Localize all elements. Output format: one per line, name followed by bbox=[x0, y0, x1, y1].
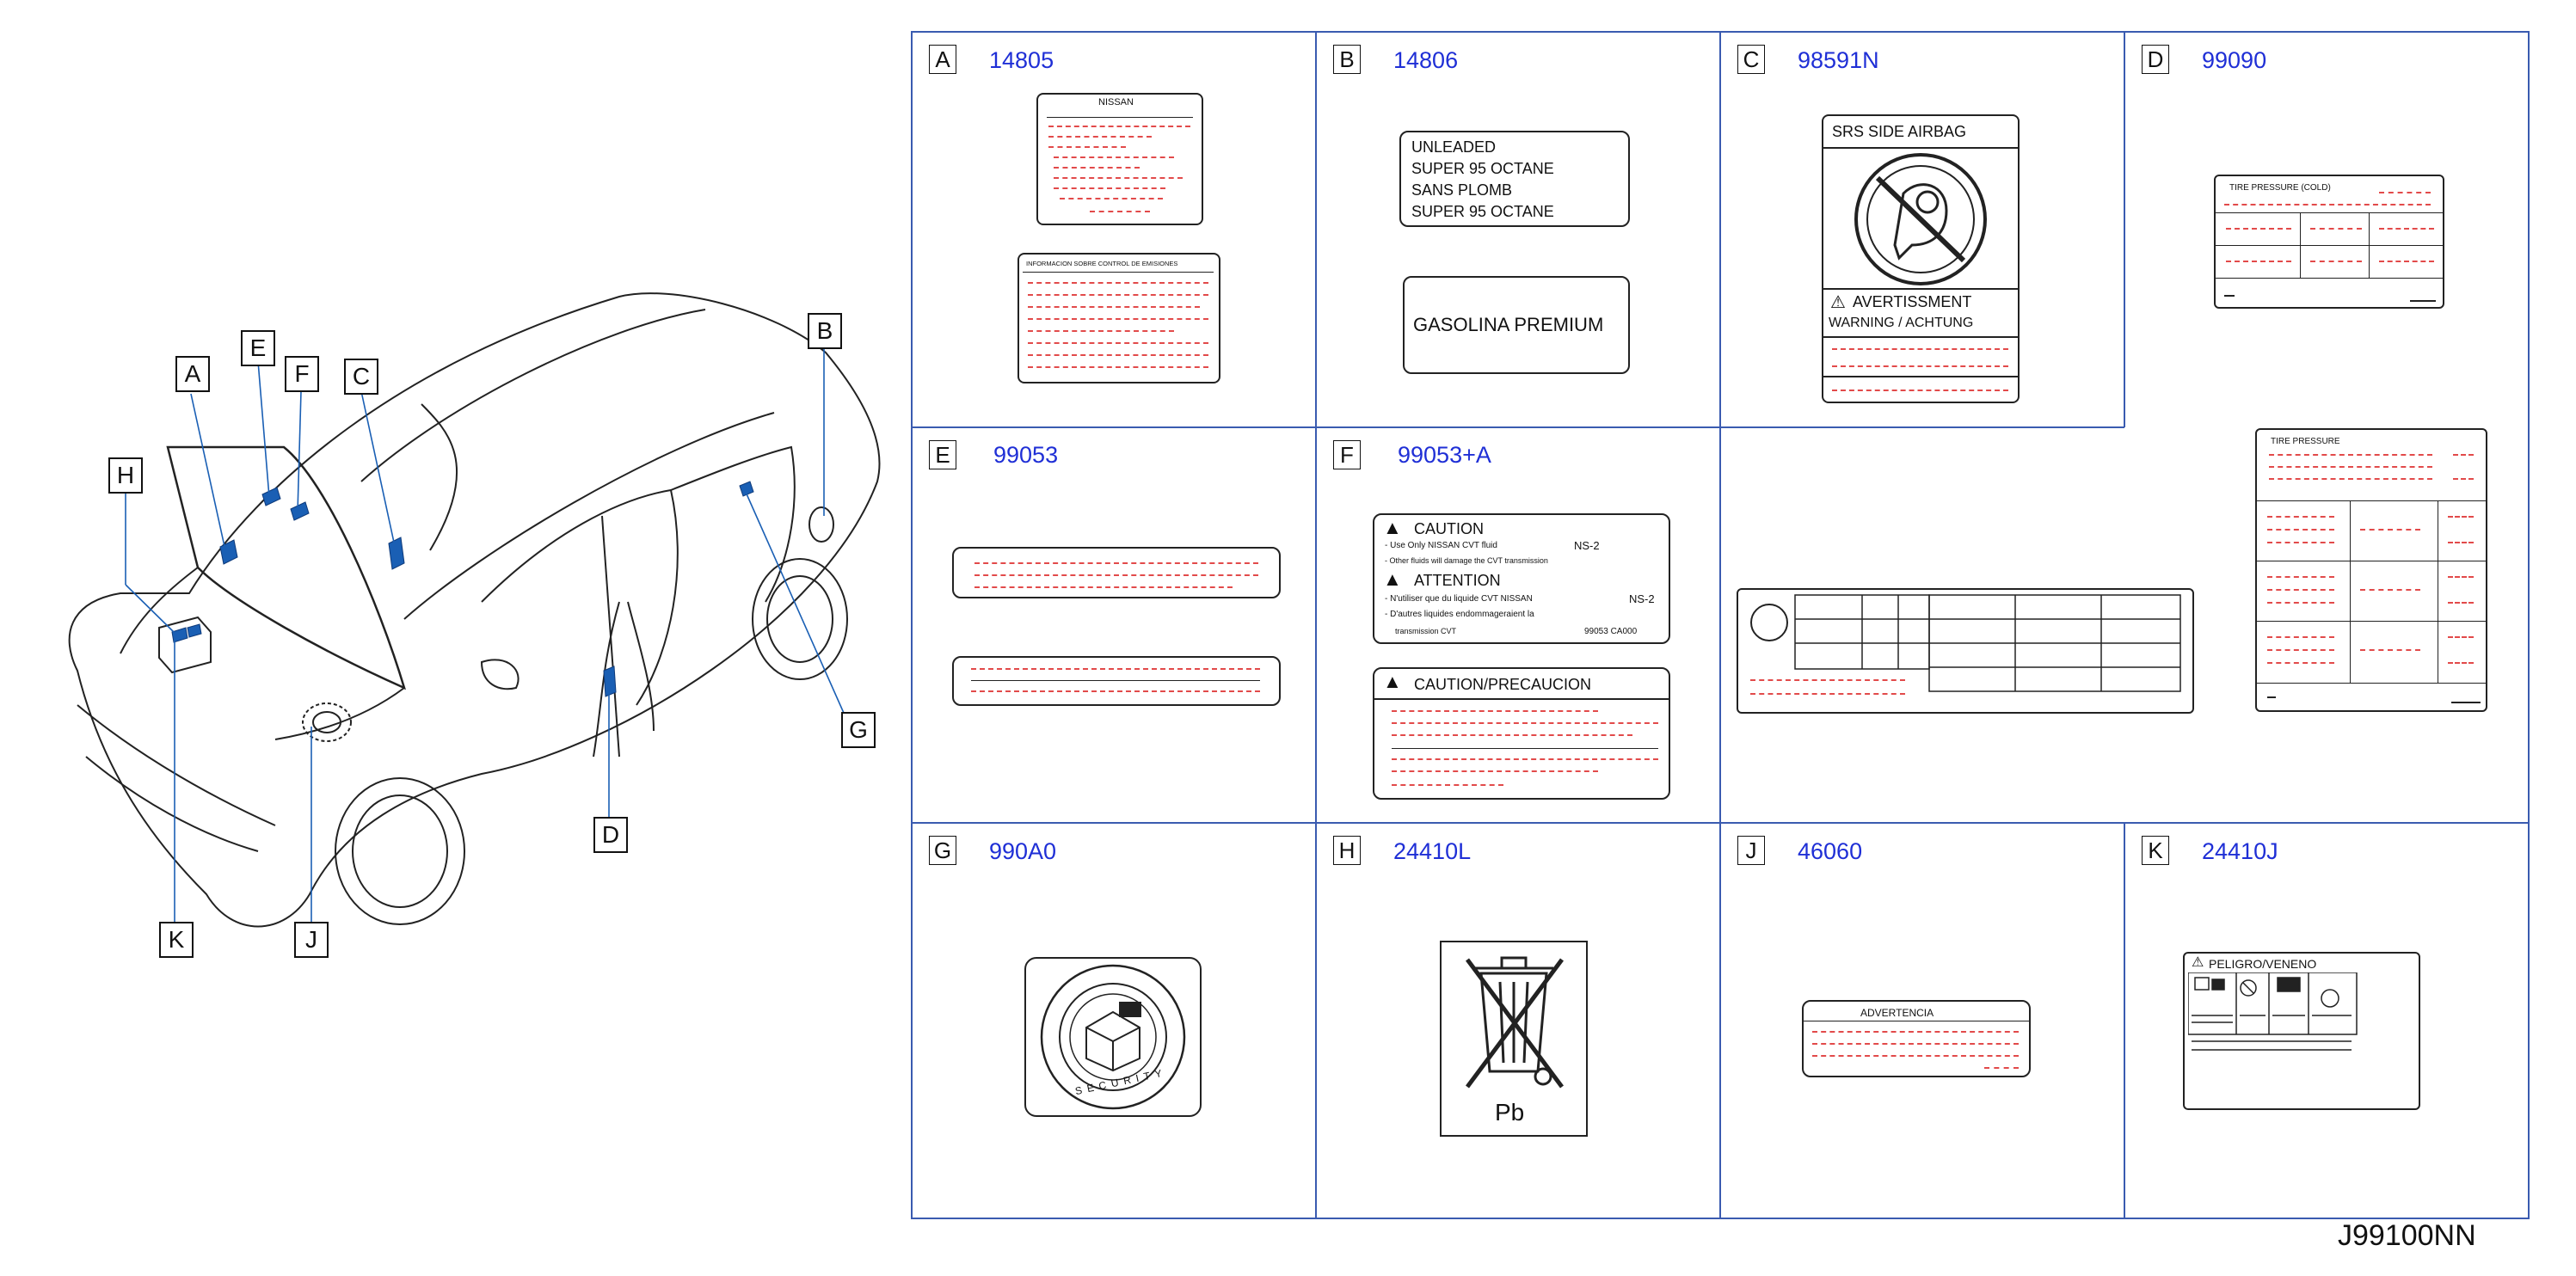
part-number: 14806 bbox=[1393, 47, 1459, 73]
airbag-title: SRS SIDE AIRBAG bbox=[1832, 123, 1967, 140]
callout-d: D bbox=[593, 817, 628, 853]
f-line-5: transmission CVT bbox=[1395, 627, 1457, 635]
part-number: 990A0 bbox=[989, 838, 1057, 864]
part-number: 24410L bbox=[1393, 838, 1472, 864]
label-j-advertencia: ADVERTENCIA bbox=[1802, 1000, 2031, 1077]
label-d-tire-large: TIRE PRESSURE bbox=[2255, 428, 2487, 712]
caution-triangle-icon: ▲ bbox=[1383, 517, 1402, 538]
callout-g: G bbox=[841, 712, 876, 748]
f-line-4: - D'autres liquides endommageraient la bbox=[1385, 610, 1534, 619]
label-d-tire-small: TIRE PRESSURE (COLD) bbox=[2214, 175, 2444, 309]
f-attention-title: ATTENTION bbox=[1414, 572, 1501, 589]
cell-letter: G bbox=[929, 836, 956, 865]
premium-text: GASOLINA PREMIUM bbox=[1413, 314, 1604, 335]
k-title: PELIGRO/VENENO bbox=[2209, 957, 2317, 971]
wide-table-grid bbox=[1750, 594, 2181, 692]
label-c-airbag: SRS SIDE AIRBAG ⚠ AVERTISSMENT WARNING /… bbox=[1822, 114, 2020, 403]
label-wide-table bbox=[1737, 588, 2194, 714]
part-number: 98591N bbox=[1798, 47, 1879, 73]
pb-text: Pb bbox=[1495, 1099, 1525, 1126]
f-ns2-b: NS-2 bbox=[1629, 592, 1655, 605]
label-b-unleaded: UNLEADED SUPER 95 OCTANE SANS PLOMB SUPE… bbox=[1399, 131, 1630, 227]
tire-large-title: TIRE PRESSURE bbox=[2271, 437, 2340, 446]
callout-f: F bbox=[285, 356, 319, 392]
callout-h: H bbox=[108, 457, 143, 494]
k-warning-icon: ⚠ bbox=[2192, 955, 2204, 970]
cell-letter: D bbox=[2142, 45, 2169, 74]
vehicle-diagram bbox=[68, 292, 881, 937]
label-a-title: NISSAN bbox=[1098, 97, 1134, 107]
label-e-top bbox=[952, 547, 1281, 598]
precaucion-triangle-icon: ▲ bbox=[1383, 671, 1402, 692]
f-line-1: - Use Only NISSAN CVT fluid bbox=[1385, 541, 1497, 550]
callout-j: J bbox=[294, 922, 329, 958]
security-seal-icon bbox=[1040, 964, 1186, 1110]
f-code: 99053 CA000 bbox=[1584, 627, 1638, 636]
f-ns2-a: NS-2 bbox=[1574, 539, 1600, 552]
label-f-caution: ▲ CAUTION - Use Only NISSAN CVT fluid NS… bbox=[1373, 513, 1670, 644]
cell-letter: J bbox=[1737, 836, 1765, 865]
label-f-precaucion: ▲ CAUTION/PRECAUCION bbox=[1373, 667, 1670, 800]
label-a-emissions: INFORMACION SOBRE CONTROL DE EMISIONES bbox=[1017, 253, 1220, 383]
cell-letter: A bbox=[929, 45, 956, 74]
label-a-emissions-title: INFORMACION SOBRE CONTROL DE EMISIONES bbox=[1026, 260, 1178, 267]
crossed-bin-icon bbox=[1465, 956, 1565, 1089]
fuel-line: UNLEADED bbox=[1411, 138, 1497, 156]
attention-triangle-icon: ▲ bbox=[1383, 568, 1402, 590]
fuel-line: SUPER 95 OCTANE bbox=[1411, 203, 1554, 220]
label-a-nissan: NISSAN bbox=[1036, 93, 1203, 225]
label-k-peligro: ⚠ PELIGRO/VENENO bbox=[2183, 952, 2420, 1110]
diagram-code: J99100NN bbox=[2338, 1219, 2476, 1252]
part-number: 99053 bbox=[993, 442, 1059, 468]
cell-letter: K bbox=[2142, 836, 2169, 865]
callout-b: B bbox=[808, 313, 842, 349]
label-e-bottom bbox=[952, 656, 1281, 706]
label-h-recycle: Pb bbox=[1440, 941, 1588, 1137]
callout-c: C bbox=[344, 359, 378, 395]
f-precaucion-title: CAUTION/PRECAUCION bbox=[1414, 676, 1592, 693]
label-b-premium: GASOLINA PREMIUM bbox=[1403, 276, 1630, 374]
f-caution-title: CAUTION bbox=[1414, 520, 1484, 537]
fuel-line: SANS PLOMB bbox=[1411, 181, 1513, 199]
callout-e: E bbox=[241, 330, 275, 366]
tire-small-title: TIRE PRESSURE (COLD) bbox=[2229, 183, 2331, 193]
no-child-seat-icon bbox=[1854, 153, 1987, 285]
part-number: 99053+A bbox=[1398, 442, 1491, 468]
hazard-pictograms bbox=[2188, 972, 2358, 1051]
cell-letter: B bbox=[1333, 45, 1361, 74]
callout-k: K bbox=[159, 922, 194, 958]
part-number: 24410J bbox=[2202, 838, 2278, 864]
airbag-warn-1: AVERTISSMENT bbox=[1853, 293, 1972, 310]
cell-letter: H bbox=[1333, 836, 1361, 865]
airbag-warn-2: WARNING / ACHTUNG bbox=[1829, 316, 1974, 330]
cell-letter: F bbox=[1333, 440, 1361, 469]
part-number: 46060 bbox=[1798, 838, 1863, 864]
fuel-line: SUPER 95 OCTANE bbox=[1411, 160, 1554, 177]
cell-letter: C bbox=[1737, 45, 1765, 74]
cell-letter: E bbox=[929, 440, 956, 469]
f-line-3: - N'utiliser que du liquide CVT NISSAN bbox=[1385, 594, 1533, 604]
label-g-security: SECURITY bbox=[1024, 957, 1202, 1117]
part-number: 14805 bbox=[989, 47, 1054, 73]
part-number: 99090 bbox=[2202, 47, 2267, 73]
j-title: ADVERTENCIA bbox=[1860, 1007, 1934, 1019]
warn-triangle-icon: ⚠ bbox=[1830, 293, 1846, 312]
f-line-2: - Other fluids will damage the CVT trans… bbox=[1385, 556, 1548, 565]
callout-a: A bbox=[175, 356, 210, 392]
